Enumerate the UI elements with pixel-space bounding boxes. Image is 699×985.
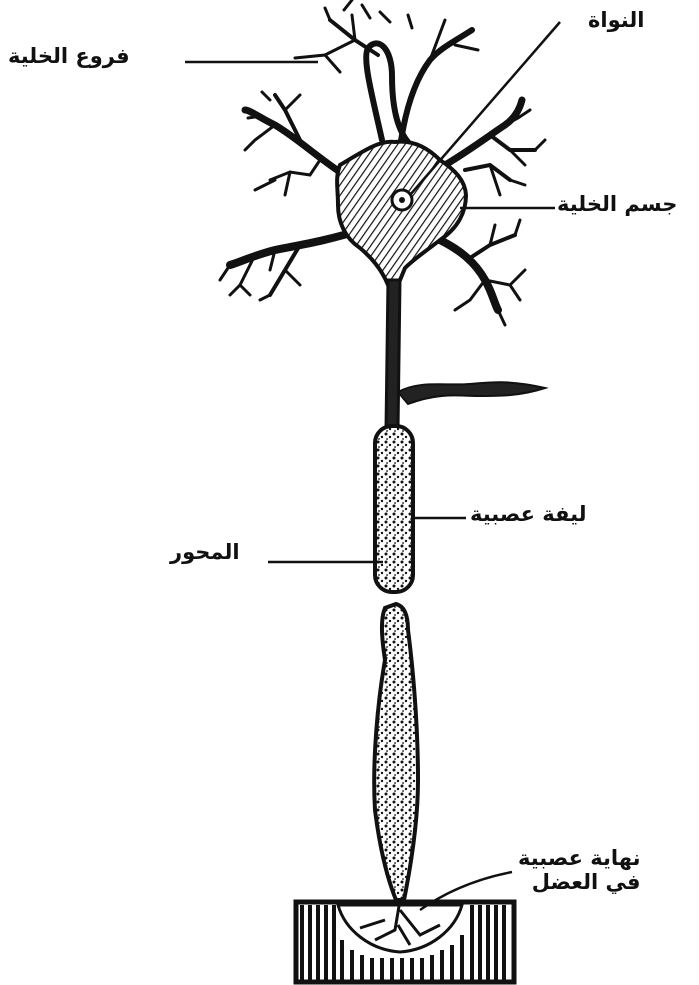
label-dendrites: فروع الخلية	[8, 44, 130, 68]
leader-nucleus	[410, 22, 560, 195]
collateral-branch	[398, 382, 545, 404]
label-nerve-ending-line2: في العضل	[518, 870, 640, 894]
muscle-block	[296, 900, 514, 982]
nerve-fiber-sheath	[375, 426, 413, 592]
label-nerve-ending-line1: نهاية عصبية	[518, 846, 640, 870]
label-axon: المحور	[170, 540, 240, 564]
label-cell-body: جسم الخلية	[557, 192, 677, 216]
label-nucleus: النواة	[588, 8, 644, 32]
cell-body	[337, 142, 466, 285]
nerve-fiber-lower	[374, 604, 418, 900]
label-nerve-ending: نهاية عصبية في العضل	[518, 846, 640, 894]
label-nerve-fiber: ليفة عصبية	[470, 502, 587, 526]
